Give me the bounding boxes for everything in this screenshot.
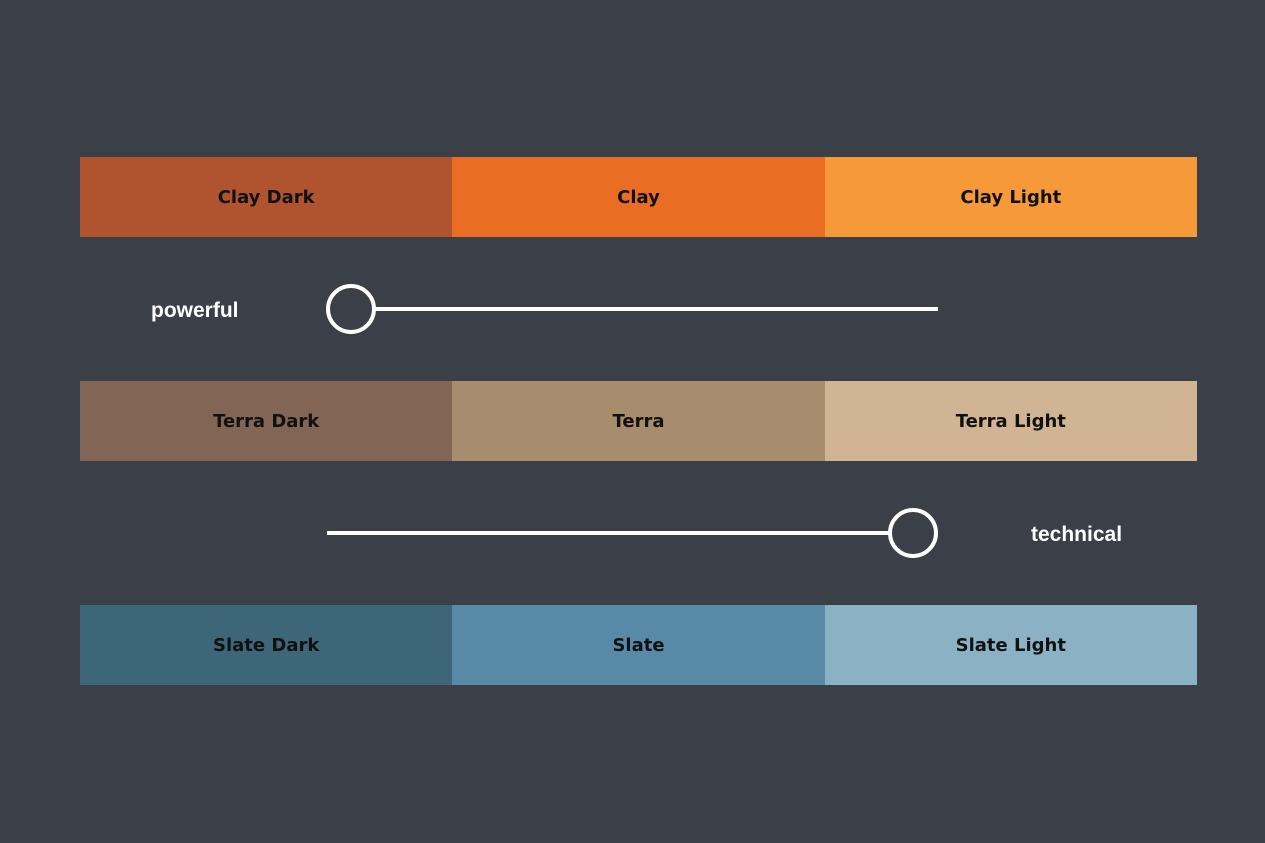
swatch-clay-dark: Clay Dark <box>80 157 453 237</box>
clay-swatch-row: Clay Dark Clay Clay Light <box>80 157 1197 237</box>
swatch-clay-light: Clay Light <box>824 157 1197 237</box>
slider-track-powerful[interactable] <box>327 307 938 311</box>
swatch-slate-dark: Slate Dark <box>80 605 453 685</box>
swatch-slate: Slate <box>452 605 825 685</box>
slate-swatch-row: Slate Dark Slate Slate Light <box>80 605 1197 685</box>
terra-swatch-row: Terra Dark Terra Terra Light <box>80 381 1197 461</box>
swatch-terra-light: Terra Light <box>824 381 1197 461</box>
slider-knob-powerful[interactable] <box>326 284 376 334</box>
slider-knob-technical[interactable] <box>888 508 938 558</box>
slider-track-technical[interactable] <box>327 531 938 535</box>
swatch-terra: Terra <box>452 381 825 461</box>
slider-label-powerful: powerful <box>151 299 239 322</box>
swatch-terra-dark: Terra Dark <box>80 381 453 461</box>
slider-label-technical: technical <box>1031 523 1123 546</box>
swatch-slate-light: Slate Light <box>824 605 1197 685</box>
swatch-clay: Clay <box>452 157 825 237</box>
